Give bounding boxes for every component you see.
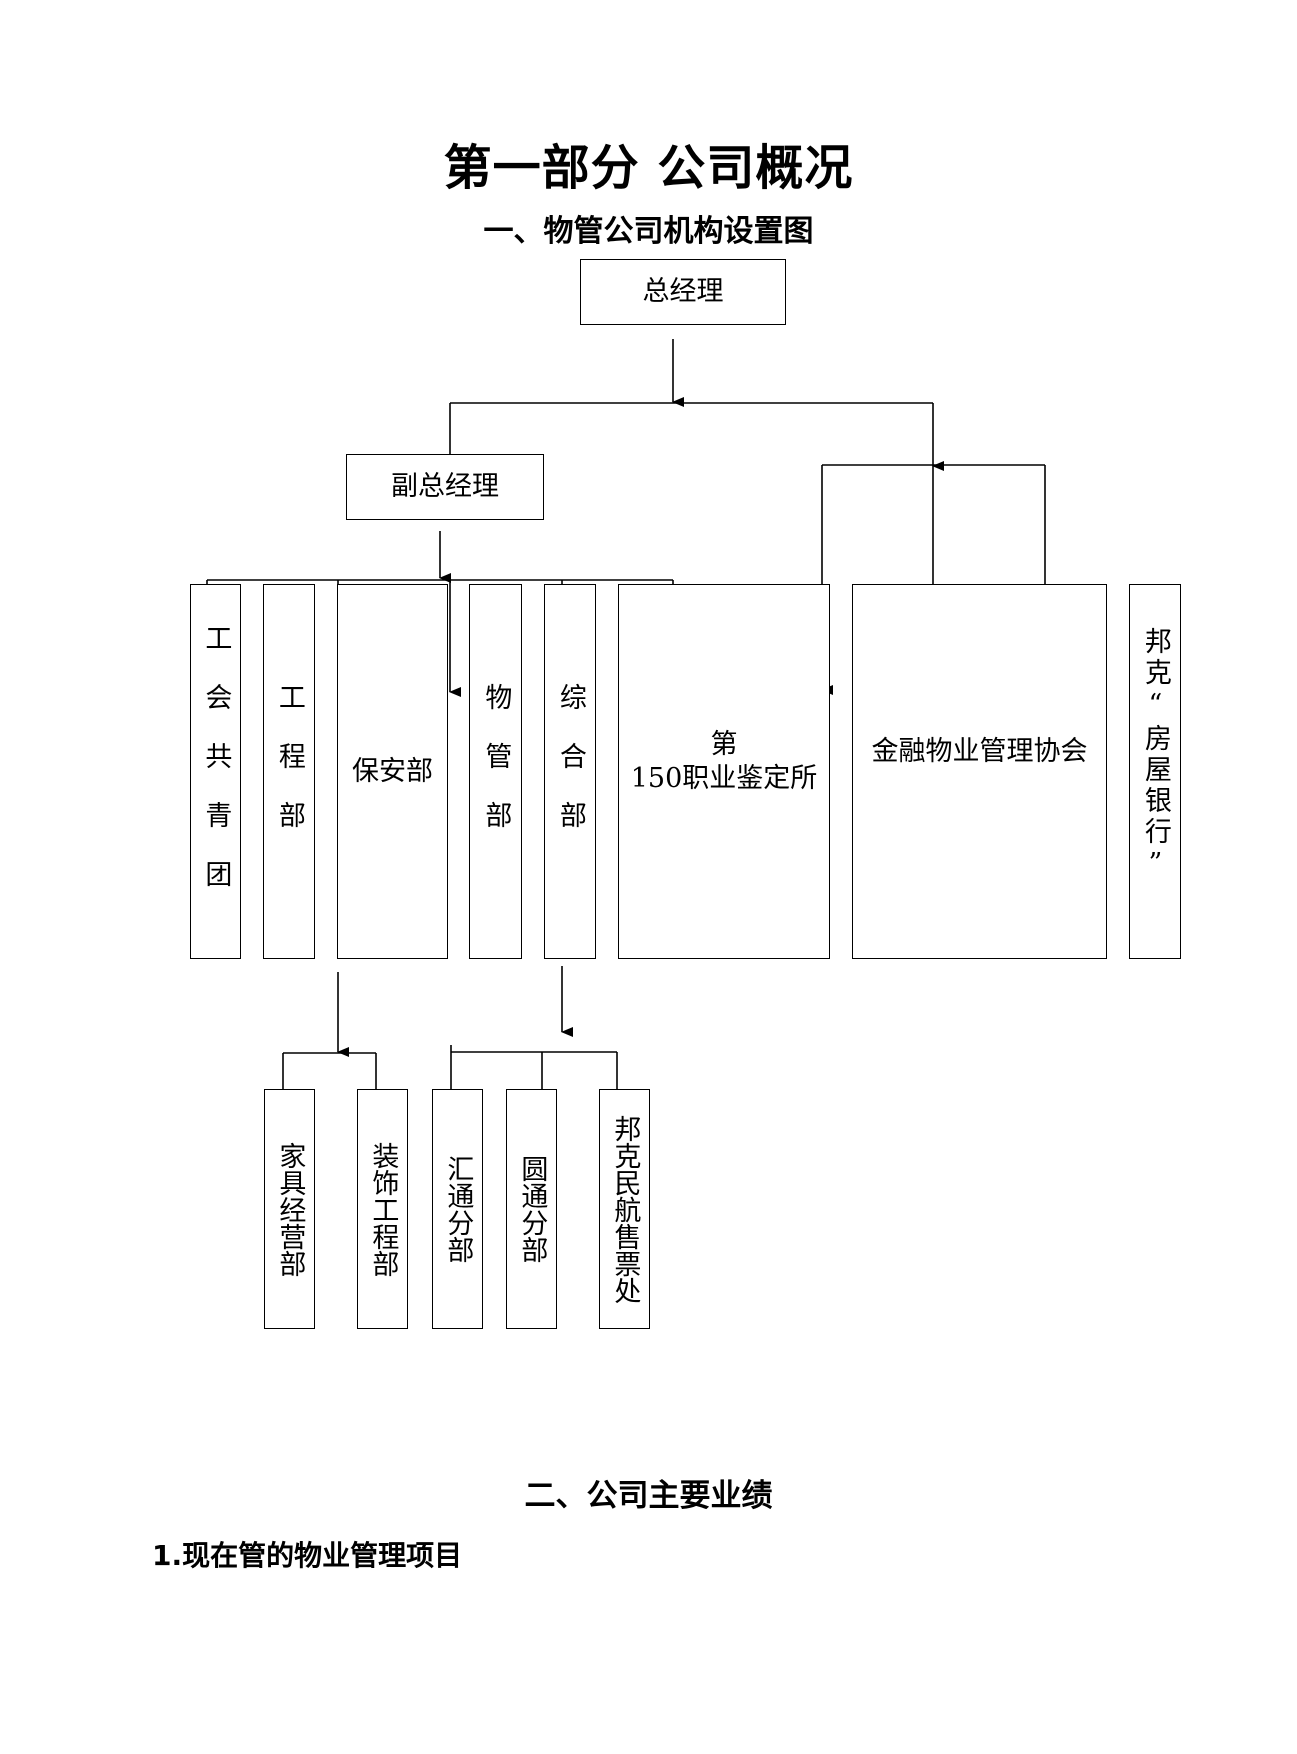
dept-finance-box: 金融物业管理协会 [852, 584, 1107, 959]
dept-security-label: 保安部 [352, 755, 433, 787]
section-2-title: 二、公司主要业绩 [524, 1478, 773, 1514]
sub-furniture-box: 家具经营部 [264, 1089, 315, 1329]
deputy-gm-label: 副总经理 [391, 471, 499, 503]
dept-property-box: 物管部 [469, 584, 522, 959]
gm-box: 总经理 [580, 259, 786, 325]
dept-finance-label: 金融物业管理协会 [871, 735, 1088, 767]
dept-exam-label: 第 150职业鉴定所 [630, 728, 818, 794]
dept-engineering-box: 工程部 [263, 584, 315, 959]
sub-yuantong-label: 圆通分部 [516, 1155, 548, 1263]
sub-ticket-box: 邦克民航售票处 [599, 1089, 650, 1329]
page-title: 第一部分 公司概况 [443, 140, 854, 196]
sub-furniture-label: 家具经营部 [274, 1141, 306, 1277]
subsection-1-title: 1.现在管的物业管理项目 [152, 1539, 463, 1572]
dept-union-box: 工会共青团 [190, 584, 241, 959]
dept-general-label: 综合部 [554, 683, 586, 860]
sub-decoration-box: 装饰工程部 [357, 1089, 408, 1329]
org-chart-title: 一、物管公司机构设置图 [483, 214, 814, 249]
dept-exam-box: 第 150职业鉴定所 [618, 584, 830, 959]
gm-label: 总经理 [642, 276, 724, 308]
dept-general-box: 综合部 [544, 584, 596, 959]
sub-yuantong-box: 圆通分部 [506, 1089, 557, 1329]
dept-union-label: 工会共青团 [200, 624, 232, 919]
dept-security-box: 保安部 [337, 584, 448, 959]
dept-bank-label: 邦克“房屋银行” [1139, 627, 1171, 883]
sub-ticket-label: 邦克民航售票处 [609, 1114, 641, 1304]
dept-property-label: 物管部 [480, 683, 512, 860]
sub-huitong-box: 汇通分部 [432, 1089, 483, 1329]
dept-engineering-label: 工程部 [273, 683, 305, 860]
sub-huitong-label: 汇通分部 [442, 1155, 474, 1263]
sub-decoration-label: 装饰工程部 [367, 1141, 399, 1277]
deputy-gm-box: 副总经理 [346, 454, 544, 520]
dept-bank-box: 邦克“房屋银行” [1129, 584, 1181, 959]
